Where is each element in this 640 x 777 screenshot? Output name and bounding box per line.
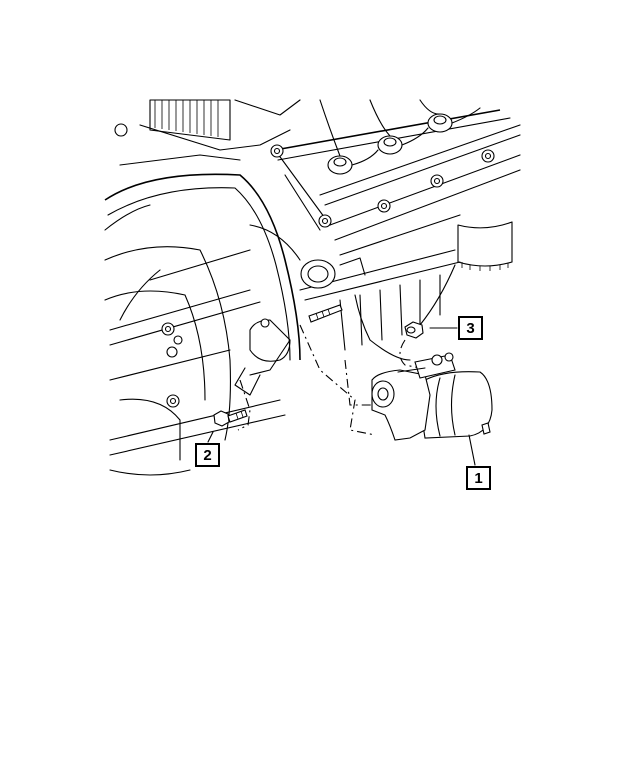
engine-block-oil-pan (299, 249, 461, 361)
transmission-bell-housing (104, 123, 301, 476)
callout-3: 3 (458, 316, 483, 340)
callout-2: 2 (195, 443, 220, 467)
oil-filter (457, 221, 513, 271)
callout-label: 1 (474, 469, 483, 487)
callout-label: 2 (203, 446, 212, 464)
starter-mounting-bolt (213, 409, 248, 427)
callout-1: 1 (466, 466, 491, 490)
intake-manifold (119, 99, 301, 166)
starter-mounting-nut (404, 321, 424, 339)
starter-stud (308, 304, 343, 323)
starter-motor (371, 352, 493, 441)
bracket (234, 318, 291, 396)
callout-label: 3 (466, 319, 475, 337)
leader-lines (207, 327, 476, 466)
ignition-coils (319, 99, 481, 175)
alignment-lines (237, 324, 431, 436)
